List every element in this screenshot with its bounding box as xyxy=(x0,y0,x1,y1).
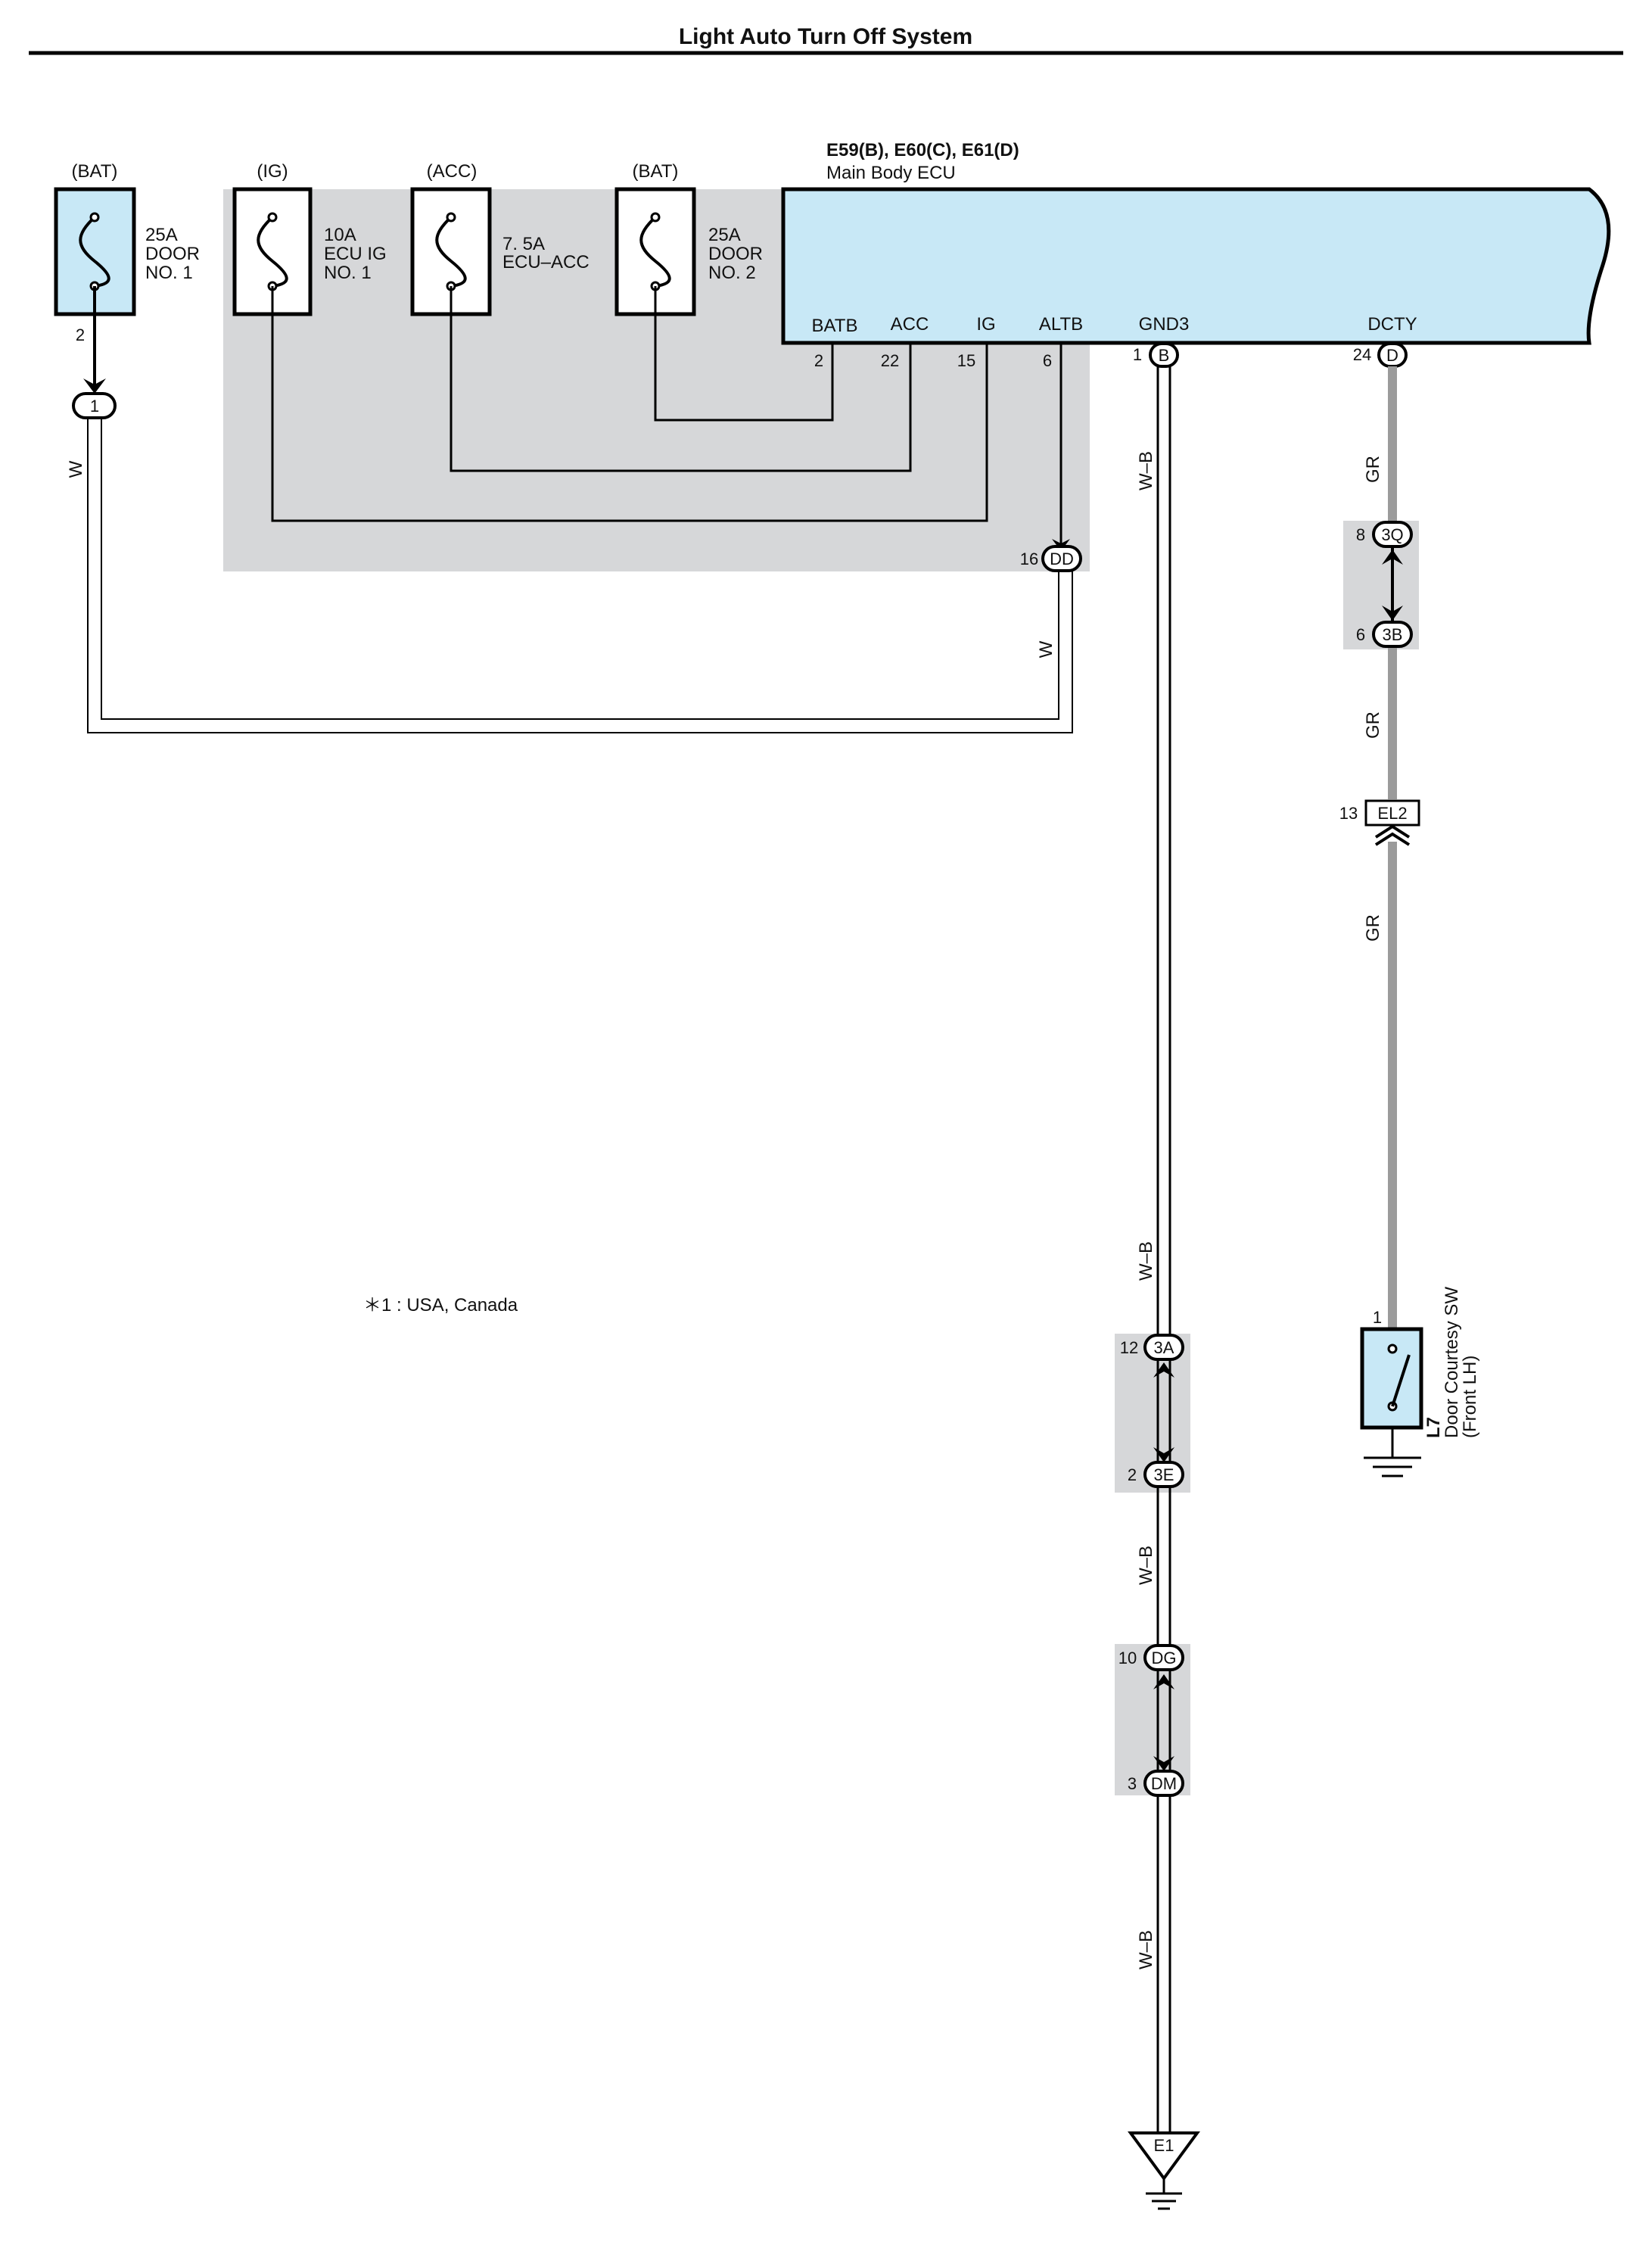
fuse-door-no1-pin: 2 xyxy=(76,325,85,344)
ecu-terminal-acc: ACC xyxy=(891,314,929,335)
ecu-terminal-gnd3: GND3 xyxy=(1139,314,1190,335)
fuse-door-no2-source: (BAT) xyxy=(633,161,679,182)
main-body-ecu-box xyxy=(781,187,1611,345)
fuse-door-no2-name1: DOOR xyxy=(708,244,763,264)
fuse-ecu-acc-source: (ACC) xyxy=(427,161,478,182)
wire-color-wb-3: W–B xyxy=(1136,1546,1156,1585)
ecu-name: Main Body ECU xyxy=(826,163,956,183)
arrow-up-icon xyxy=(1153,1674,1174,1689)
wire-color-w-left: W xyxy=(66,460,86,478)
connector-3q-pin: 8 xyxy=(1356,525,1365,544)
arrow-down-icon xyxy=(1382,606,1403,621)
wire-color-gr-1: GR xyxy=(1363,456,1383,483)
connector-dd xyxy=(1041,545,1082,572)
wire-color-w-right: W xyxy=(1036,640,1056,658)
fuse-door-no1-name2: NO. 1 xyxy=(145,263,193,283)
wire-w-loop-inner xyxy=(101,418,1059,720)
door-switch-box xyxy=(1360,1327,1423,1430)
door-switch-side: (Front LH) xyxy=(1460,1356,1480,1438)
door-switch-code: L7 xyxy=(1423,1417,1444,1438)
ecu-terminal-ig: IG xyxy=(976,314,995,335)
ecu-pin-dcty: 24 xyxy=(1353,345,1371,364)
connector-el2-pin: 13 xyxy=(1339,804,1358,823)
ground-switch-icon xyxy=(1364,1456,1421,1477)
connector-1-code: 1 xyxy=(90,397,99,416)
wire-color-wb-2: W–B xyxy=(1136,1241,1156,1281)
connector-3a xyxy=(1143,1334,1184,1361)
connector-3e-code: 3E xyxy=(1154,1465,1174,1484)
ecu-connector-codes: E59(B), E60(C), E61(D) xyxy=(826,140,1019,160)
wire-color-wb-1: W–B xyxy=(1136,451,1156,490)
ecu-pin-acc: 22 xyxy=(881,351,899,370)
connector-3a-code: 3A xyxy=(1154,1338,1174,1357)
ground-e1-triangle xyxy=(1128,2131,1200,2181)
wire-color-wb-4: W–B xyxy=(1136,1930,1156,1969)
wire-color-gr-2: GR xyxy=(1363,711,1383,739)
connector-3b-code: 3B xyxy=(1383,625,1403,644)
fuse-symbol-icon xyxy=(639,216,671,288)
fuse-symbol-icon xyxy=(257,216,288,288)
connector-3a-pin: 12 xyxy=(1120,1338,1138,1357)
ecu-pin-ig: 15 xyxy=(957,351,975,370)
switch-contact-icon xyxy=(1391,1354,1411,1407)
ground-e1-label: E1 xyxy=(1154,2136,1174,2155)
connector-dd-code: DD xyxy=(1050,550,1074,568)
connector-dg xyxy=(1143,1644,1184,1671)
fuse-ecu-acc-rating: 7. 5A xyxy=(502,234,545,254)
connector-dm-code: DM xyxy=(1151,1774,1177,1793)
fuse-symbol-icon xyxy=(79,216,110,288)
arrow-down-icon xyxy=(83,378,106,394)
fuse-ecu-ig-no1-name2: NO. 1 xyxy=(324,263,372,283)
connector-b xyxy=(1149,342,1179,368)
arrow-up-icon xyxy=(1153,1362,1174,1378)
footnote: ＊1 : USA, Canada xyxy=(363,1295,518,1315)
fuse-ecu-ig-no1-name1: ECU IG xyxy=(324,244,387,264)
ecu-pin-batb: 2 xyxy=(814,351,823,370)
chevron-up-icon xyxy=(1374,824,1411,846)
arrow-down-icon xyxy=(1153,1447,1174,1462)
connector-d-code: D xyxy=(1386,346,1398,365)
ground-e1-icon xyxy=(1146,2192,1182,2210)
connector-3e xyxy=(1143,1461,1184,1488)
page-title: Light Auto Turn Off System xyxy=(679,24,972,49)
ecu-terminal-batb: BATB xyxy=(812,316,858,336)
connector-dm xyxy=(1143,1770,1184,1797)
connector-dm-pin: 3 xyxy=(1128,1774,1137,1793)
fuse-door-no1-rating: 25A xyxy=(145,225,178,245)
ecu-pin-gnd3: 1 xyxy=(1133,345,1142,364)
wire-ecu-acc-to-acc xyxy=(450,286,912,472)
fuse-door-no1-source: (BAT) xyxy=(72,161,118,182)
arrow-up-icon xyxy=(1382,550,1403,565)
connector-3q-code: 3Q xyxy=(1381,525,1403,544)
connector-3b xyxy=(1372,621,1413,648)
wire-door-no2-to-batb xyxy=(654,286,834,422)
connector-b-code: B xyxy=(1159,346,1170,365)
connector-dg-pin: 10 xyxy=(1118,1649,1137,1667)
door-switch-name: Door Courtesy SW xyxy=(1442,1287,1462,1438)
arrow-down-icon xyxy=(1153,1756,1174,1771)
wire-color-gr-3: GR xyxy=(1363,914,1383,942)
door-switch-pin: 1 xyxy=(1373,1308,1382,1327)
fuse-symbol-icon xyxy=(435,216,467,288)
connector-3b-pin: 6 xyxy=(1356,625,1365,644)
fuse-ecu-ig-no1-source: (IG) xyxy=(257,161,288,182)
connector-dg-code: DG xyxy=(1152,1649,1177,1667)
connector-3e-pin: 2 xyxy=(1128,1465,1137,1484)
fuse-door-no1: (BAT) 25A DOOR NO. 1 2 xyxy=(54,161,200,344)
fuse-ecu-acc-name1: ECU–ACC xyxy=(502,252,590,272)
connector-el2 xyxy=(1364,799,1420,827)
connector-dd-pin: 16 xyxy=(1020,550,1038,568)
fuse-door-no2-rating: 25A xyxy=(708,225,741,245)
ecu-terminal-dcty: DCTY xyxy=(1367,314,1417,335)
wire-ecu-ig-to-ig xyxy=(271,286,988,522)
ecu-pin-altb: 6 xyxy=(1043,351,1052,370)
fuse-door-no2-name2: NO. 2 xyxy=(708,263,756,283)
fuse-ecu-ig-no1-rating: 10A xyxy=(324,225,356,245)
wire-w-loop-outer xyxy=(87,418,1073,733)
connector-1 xyxy=(72,392,117,419)
ecu-terminal-altb: ALTB xyxy=(1039,314,1083,335)
connector-el2-code: EL2 xyxy=(1377,804,1407,823)
fuse-door-no1-name1: DOOR xyxy=(145,244,200,264)
